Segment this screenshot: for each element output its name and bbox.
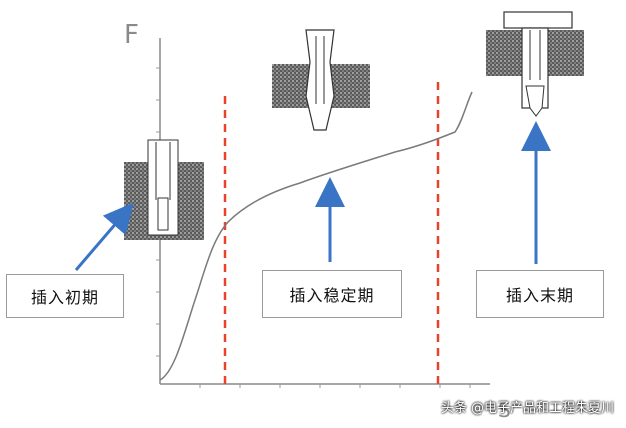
pin-illustration-final <box>486 11 584 117</box>
arrow-initial <box>74 202 134 271</box>
x-axis-label: S <box>498 398 511 422</box>
x-ticks <box>199 384 471 388</box>
watermark: 头条 @电子产品和工程朱夏川 <box>440 401 614 416</box>
force-curve <box>159 91 473 381</box>
pin-illustration-initial <box>124 139 204 240</box>
pin-illustration-stable <box>272 29 370 131</box>
stage-label-initial: 插入初期 <box>6 274 124 318</box>
stage-label-final: 插入末期 <box>476 270 604 318</box>
y-axis-label: F <box>124 20 139 50</box>
stage-label-stable: 插入稳定期 <box>262 270 402 318</box>
